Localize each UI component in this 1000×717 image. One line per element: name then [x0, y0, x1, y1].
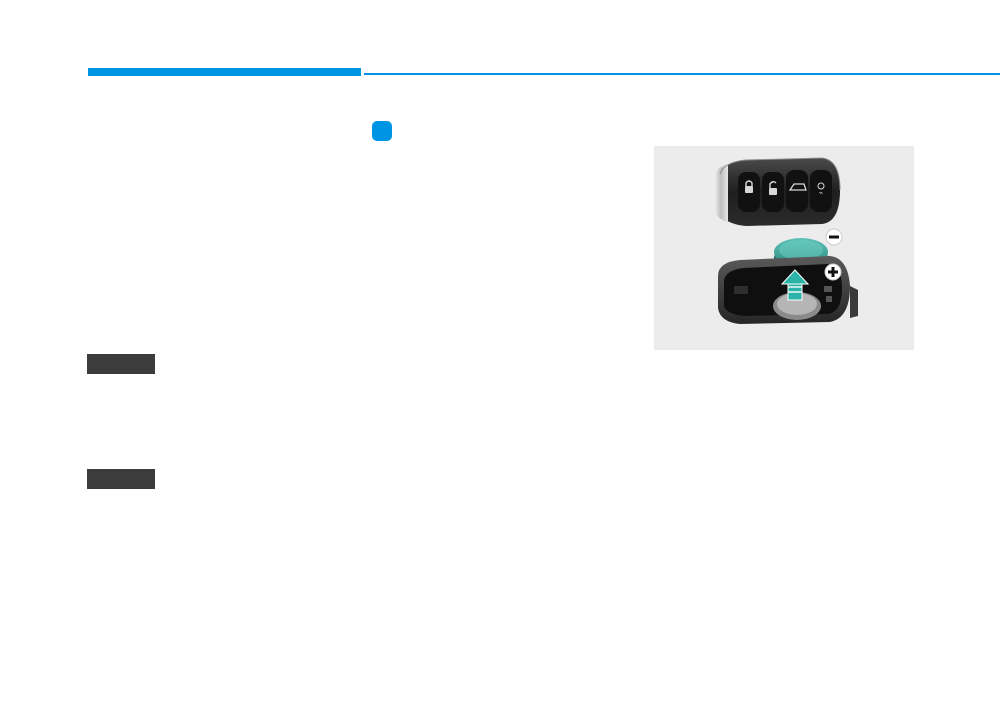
- svg-text:⌁: ⌁: [819, 190, 823, 197]
- header-rule: [364, 73, 1000, 75]
- warning-label-block: [87, 354, 155, 374]
- key-fob-top: ⌁: [714, 157, 841, 226]
- caution-label-block: [87, 469, 155, 489]
- key-fob-battery-figure: ⌁: [654, 146, 914, 350]
- unlock-icon: [762, 172, 784, 212]
- plus-icon: [824, 263, 842, 281]
- lock-icon: [738, 172, 760, 212]
- trunk-icon: [786, 170, 808, 212]
- arrow-up-icon: [780, 269, 810, 301]
- key-fob-shell-open: [718, 256, 858, 324]
- minus-icon: [825, 228, 843, 246]
- header-accent-bar: [88, 68, 361, 76]
- remote-start-icon: ⌁: [810, 170, 832, 212]
- step-marker: [372, 121, 392, 141]
